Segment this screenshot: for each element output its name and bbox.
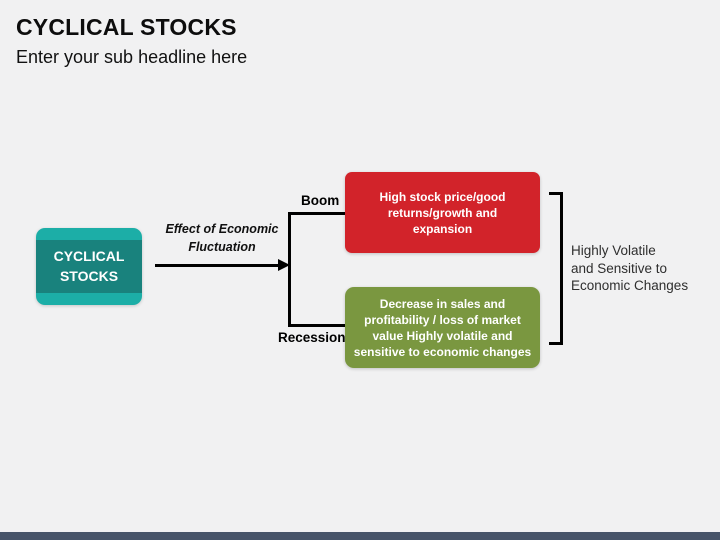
recession-branch-line [288, 324, 346, 327]
page-subtitle: Enter your sub headline here [16, 47, 248, 67]
boom-outcome-text: High stock price/good returns/growth and… [379, 189, 506, 236]
effect-arrow-label: Effect of Economic Fluctuation [165, 222, 279, 255]
right-bracket-bottom-tick [549, 342, 563, 345]
boom-outcome-box: High stock price/good returns/growth and… [345, 172, 540, 253]
root-box-band [36, 240, 142, 293]
effect-arrow-line [155, 264, 281, 267]
cyclical-stocks-root-box: CYCLICAL STOCKS [36, 228, 142, 305]
branch-connector-vertical [288, 212, 291, 327]
footer-accent-bar [0, 532, 720, 540]
recession-label: Recession [278, 330, 346, 345]
recession-outcome-box: Decrease in sales and profitability / lo… [345, 287, 540, 368]
recession-outcome-text: Decrease in sales and profitability / lo… [353, 296, 532, 359]
page-title: CYCLICAL STOCKS [16, 14, 237, 40]
boom-label: Boom [301, 193, 340, 208]
bracket-note: Highly Volatile and Sensitive to Economi… [571, 243, 689, 293]
right-bracket-top-tick [549, 192, 563, 195]
right-bracket-vertical [560, 192, 563, 345]
root-box-label: CYCLICAL STOCKS [53, 247, 125, 284]
boom-branch-line [288, 212, 346, 215]
effect-arrow-head-icon [278, 259, 290, 271]
